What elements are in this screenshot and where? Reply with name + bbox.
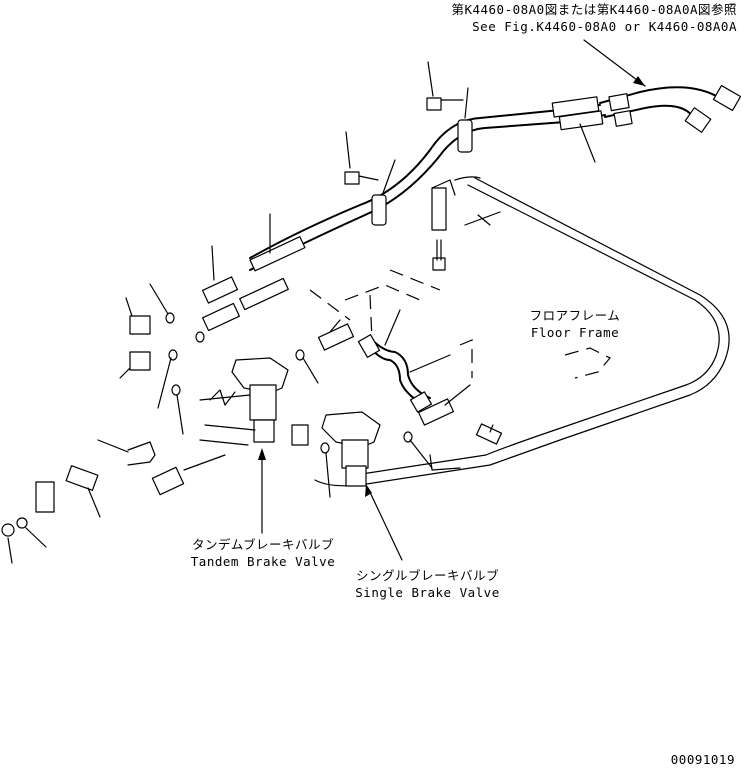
flexible-hose: [357, 334, 433, 413]
bolts: [344, 97, 464, 271]
single-brake-valve-body: [321, 411, 381, 487]
floor-frame-label-japanese: フロアフレーム: [529, 308, 621, 323]
floor-frame-label-english: Floor Frame: [530, 325, 620, 340]
single-brake-valve-label-english: Single Brake Valve: [355, 585, 500, 600]
tandem-brake-valve-label-english: Tandem Brake Valve: [190, 554, 336, 569]
tandem-brake-valve-label-japanese: タンデムブレーキバルブ: [191, 537, 334, 552]
reference-note-japanese: 第K4460-08A0図または第K4460-08A0A図参照: [451, 2, 737, 17]
pipe-clamps: [371, 119, 473, 231]
figure-number: 00091019: [670, 752, 735, 767]
brake-pipes: [249, 84, 742, 271]
leader-lines: [7, 61, 596, 564]
tandem-brake-valve-body: [199, 357, 289, 446]
single-brake-valve-label-japanese: シングルブレーキバルブ: [355, 568, 499, 583]
callout-arrows: [258, 39, 646, 561]
reference-note-english: See Fig.K4460-08A0 or K4460-08A0A: [472, 19, 737, 34]
